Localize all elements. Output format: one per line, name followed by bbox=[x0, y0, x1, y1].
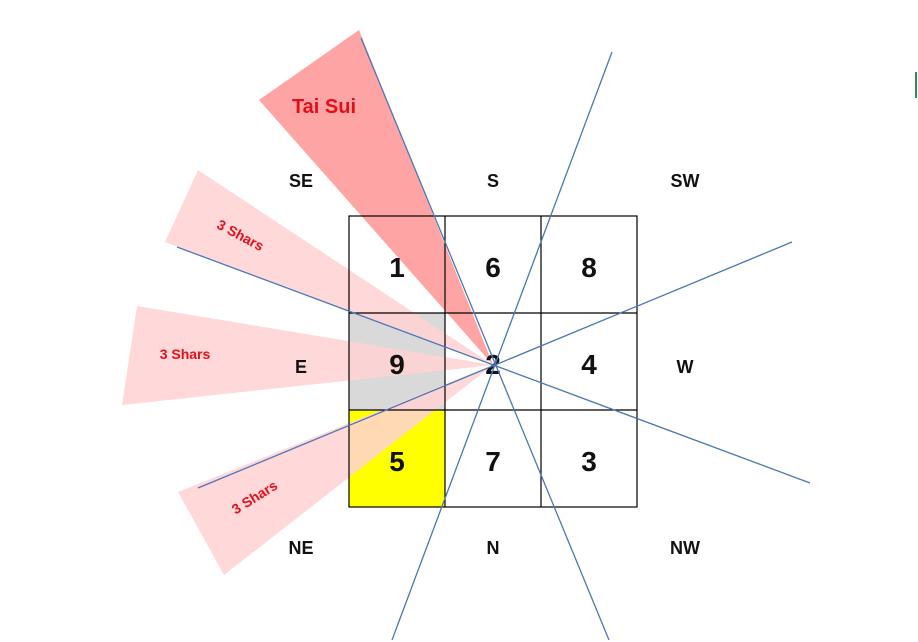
cell-number-middle-left: 9 bbox=[389, 349, 405, 380]
direction-lines bbox=[176, 37, 811, 641]
three-shars-wedge-lower bbox=[178, 365, 493, 575]
cell-number-bottom-left: 5 bbox=[389, 446, 405, 477]
tai-sui-label: Tai Sui bbox=[292, 96, 356, 118]
line-ssw-nne bbox=[391, 51, 613, 641]
three-shars-label-middle: 3 Shars bbox=[160, 346, 211, 362]
direction-label-nw: NW bbox=[670, 538, 700, 558]
cell-number-top-right: 8 bbox=[581, 252, 597, 283]
line-ese-wnw bbox=[176, 246, 811, 484]
cell-number-middle-right: 4 bbox=[581, 349, 597, 380]
direction-label-n: N bbox=[487, 538, 500, 558]
cell-number-top-center: 6 bbox=[485, 252, 501, 283]
direction-label-ne: NE bbox=[288, 538, 313, 558]
direction-label-e: E bbox=[295, 357, 307, 377]
direction-label-sw: SW bbox=[671, 171, 700, 191]
cell-number-top-left: 1 bbox=[389, 252, 405, 283]
three-shars-wedge-upper bbox=[165, 170, 493, 365]
direction-label-se: SE bbox=[289, 171, 313, 191]
tai-sui-wedge bbox=[259, 30, 493, 365]
direction-label-s: S bbox=[487, 171, 499, 191]
three-shars-wedge-middle bbox=[122, 306, 493, 405]
nine-palace-grid bbox=[348, 215, 638, 508]
cell-number-bottom-right: 3 bbox=[581, 446, 597, 477]
direction-label-w: W bbox=[677, 357, 694, 377]
line-sse-nnw bbox=[360, 37, 610, 641]
cell-number-bottom-center: 7 bbox=[485, 446, 501, 477]
